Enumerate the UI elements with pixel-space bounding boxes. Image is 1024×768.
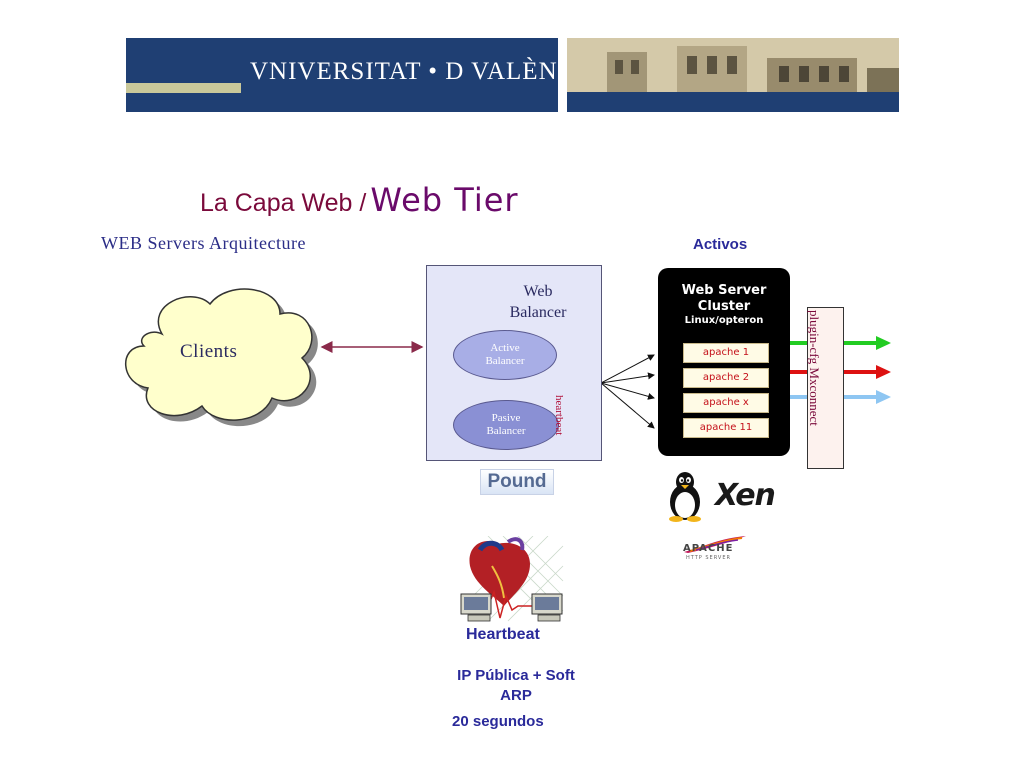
ip-caption-line2: ARP (500, 687, 532, 704)
banner-accent-stripe (126, 83, 241, 93)
web-balancer-title-line2: Balancer (509, 304, 567, 321)
slide-title: La Capa Web /Web Tier (200, 181, 519, 219)
pasive-balancer-line1: Pasive (491, 412, 521, 424)
cluster-subtitle: Linux/opteron (684, 315, 764, 326)
apache-server-11: apache 11 (683, 418, 769, 438)
xen-logo: Xen (715, 478, 776, 513)
cluster-title: Web Server Cluster (662, 283, 786, 315)
web-balancer-title-line1: Web (523, 283, 553, 300)
pound-logo: Pound (480, 469, 554, 495)
ip-publica-caption: IP Pública + Soft ARP (440, 666, 592, 706)
cluster-title-line1: Web Server (681, 283, 767, 298)
plugin-label: plugin-cfg Mxconnect (807, 310, 822, 426)
web-balancer-title: Web Balancer (488, 281, 588, 323)
linux-penguin-icon (669, 472, 701, 522)
apache-server-1: apache 1 (683, 343, 769, 363)
activos-label: Activos (693, 236, 748, 253)
output-arrowhead-red (876, 365, 891, 379)
pasive-balancer-line2: Balancer (486, 425, 526, 437)
pasive-balancer: Pasive Balancer (453, 400, 559, 450)
output-arrowhead-blue (876, 390, 891, 404)
slide-subtitle: WEB Servers Arquitecture (101, 233, 306, 253)
balancer-to-apache-11-arrow (600, 382, 655, 429)
active-balancer: Active Balancer (453, 330, 557, 380)
interval-caption: 20 segundos (452, 713, 544, 730)
apache-feather-icon (684, 536, 746, 553)
clients-label: Clients (180, 341, 238, 362)
active-balancer-line1: Active (490, 342, 520, 354)
apache-logo-text: APACHE (683, 543, 734, 554)
balancer-to-apache-1-arrow (600, 354, 655, 384)
heartbeat-illustration (460, 536, 564, 622)
balancer-to-apache-2-arrow (600, 372, 655, 384)
apache-logo-subtext: HTTP SERVER (686, 555, 731, 561)
plugin-box (807, 307, 844, 469)
university-name: VNIVERSITAT • D VALÈNCIA (250, 58, 604, 85)
output-arrowhead-green (876, 336, 891, 350)
cluster-title-line2: Cluster (697, 299, 751, 314)
clients-cloud (125, 288, 318, 427)
heartbeat-caption: Heartbeat (466, 626, 540, 643)
banner-photo-band (567, 92, 899, 112)
apache-server-2: apache 2 (683, 368, 769, 388)
balancer-to-apache-x-arrow (600, 382, 655, 400)
university-banner (126, 38, 558, 112)
active-balancer-line2: Balancer (485, 355, 525, 367)
heartbeat-vertical-label: heartbeat (553, 395, 565, 436)
title-spanish: La Capa Web / (200, 189, 367, 217)
ip-caption-line1: IP Pública + Soft (457, 667, 575, 684)
title-english: Web Tier (370, 181, 519, 219)
apache-server-x: apache x (683, 393, 769, 413)
